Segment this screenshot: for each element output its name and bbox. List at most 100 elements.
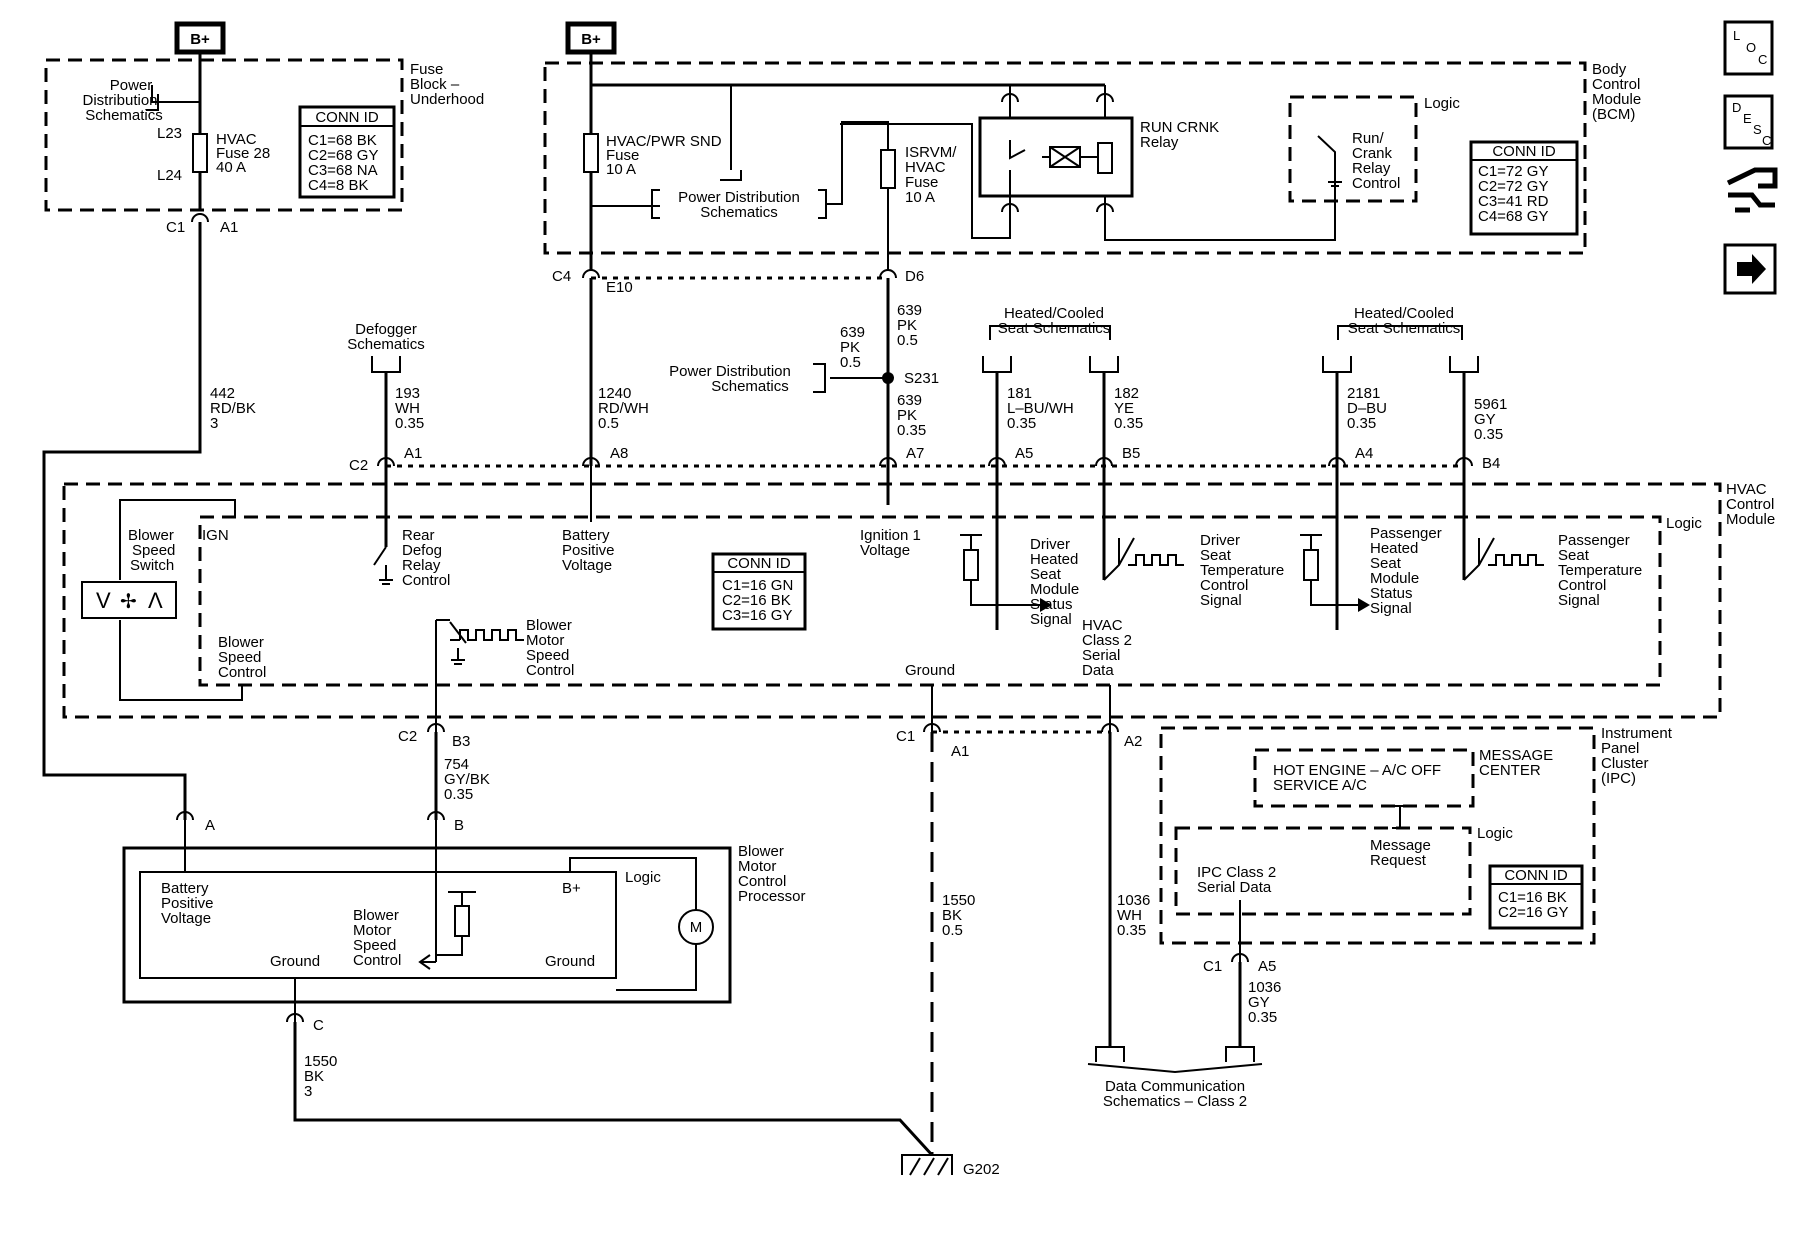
svg-text:CONN ID: CONN ID — [727, 555, 791, 572]
wire-2181-label: 2181 D–BU 0.35 — [1347, 385, 1387, 432]
arrow-right-icon — [1040, 598, 1052, 612]
svg-text:Power Distribution: Power Distribution — [678, 189, 800, 206]
svg-text:442: 442 — [210, 385, 235, 402]
svg-text:WH: WH — [1117, 907, 1142, 924]
svg-text:HVAC: HVAC — [905, 159, 946, 176]
pin-a1-hvac: A1 — [404, 445, 422, 462]
blower-speed-switch[interactable] — [81, 581, 177, 619]
svg-text:C3=68 NA: C3=68 NA — [308, 162, 378, 179]
svg-text:C1=68 BK: C1=68 BK — [308, 132, 377, 149]
svg-text:Block –: Block – — [410, 76, 460, 93]
svg-text:Rear: Rear — [402, 527, 435, 544]
svg-text:CONN ID: CONN ID — [1492, 143, 1556, 160]
wire-1240-label: 1240 RD/WH 0.5 — [598, 385, 649, 432]
svg-text:Module: Module — [1370, 570, 1419, 587]
pin-e10: E10 — [606, 279, 633, 296]
message-center-text: HOT ENGINE – A/C OFF SERVICE A/C — [1273, 762, 1441, 794]
pullup-resistor-icon — [963, 549, 979, 581]
svg-text:1550: 1550 — [942, 892, 975, 909]
next-arrow-icon[interactable] — [1723, 243, 1777, 295]
hvac-logic-box — [198, 515, 1662, 687]
svg-text:C2=16 BK: C2=16 BK — [722, 592, 791, 609]
svg-text:BK: BK — [304, 1068, 324, 1085]
svg-text:Blower: Blower — [218, 634, 264, 651]
run-crank-relay-control-label: Run/ Crank Relay Control — [1352, 130, 1400, 192]
svg-text:Motor: Motor — [738, 858, 776, 875]
svg-text:Module: Module — [1592, 91, 1641, 108]
wire-442-label: 442 RD/BK 3 — [210, 385, 256, 432]
svg-text:Heated: Heated — [1370, 540, 1418, 557]
data-comm-ref[interactable]: Data Communication Schematics – Class 2 — [1103, 1078, 1247, 1110]
svg-text:Relay: Relay — [1352, 160, 1391, 177]
svg-text:Fuse: Fuse — [905, 174, 938, 191]
wire-182-label: 182 YE 0.35 — [1114, 385, 1143, 432]
svg-text:1036: 1036 — [1117, 892, 1150, 909]
wire-181-label: 181 L–BU/WH 0.35 — [1007, 385, 1074, 432]
svg-text:Control: Control — [402, 572, 450, 589]
bmcp-ground-label-1: Ground — [270, 953, 320, 970]
svg-text:HVAC: HVAC — [1726, 481, 1767, 498]
pwm-signal-icon — [1103, 537, 1184, 581]
seat-ref-passenger[interactable]: Heated/Cooled Seat Schematics — [1348, 305, 1461, 337]
svg-text:Heated/Cooled: Heated/Cooled — [1004, 305, 1104, 322]
connector-view-icon[interactable] — [1726, 167, 1778, 213]
driver-heated-seat-status-label: Driver Heated Seat Module Status Signal — [1030, 536, 1079, 628]
fuse-isrvm-hvac-label: ISRVM/ HVAC Fuse 10 A — [905, 144, 957, 206]
svg-text:0.5: 0.5 — [942, 922, 963, 939]
fuse-terminal-l23: L23 — [157, 125, 182, 142]
svg-text:C3=16 GY: C3=16 GY — [722, 607, 792, 624]
bmcp-battery-label: Battery Positive Voltage — [161, 880, 214, 927]
svg-text:C1=72 GY: C1=72 GY — [1478, 163, 1548, 180]
pds-ref-bcm[interactable]: Power Distribution Schematics — [678, 189, 800, 221]
svg-text:Relay: Relay — [1140, 134, 1179, 151]
svg-text:Seat: Seat — [1370, 555, 1402, 572]
svg-text:Seat: Seat — [1558, 547, 1590, 564]
svg-text:Voltage: Voltage — [161, 910, 211, 927]
svg-text:Positive: Positive — [161, 895, 214, 912]
bplus-label-1: B+ — [190, 31, 210, 48]
svg-text:Battery: Battery — [562, 527, 610, 544]
pds-ref-s231[interactable]: Power Distribution Schematics — [669, 363, 791, 395]
fuse-hvac-pwr-snd-icon — [583, 133, 599, 173]
defogger-ref[interactable]: Defogger Schematics — [347, 321, 425, 353]
bmcp-bplus-label: B+ — [562, 880, 581, 897]
svg-text:10 A: 10 A — [606, 161, 636, 178]
svg-text:754: 754 — [444, 756, 469, 773]
svg-text:Battery: Battery — [161, 880, 209, 897]
svg-text:Seat Schematics: Seat Schematics — [998, 320, 1111, 337]
blower-speed-switch-label: Blower Speed Switch — [128, 527, 175, 574]
desc-icon[interactable]: D E S C — [1723, 94, 1774, 150]
pin-c1-lower: C1 — [896, 728, 915, 745]
wire-1036a-label: 1036 WH 0.35 — [1117, 892, 1150, 939]
pds-ref-fuseblock[interactable]: Power Distribution Schematics — [82, 77, 162, 124]
fuse-terminal-l24: L24 — [157, 167, 182, 184]
pin-a8: A8 — [610, 445, 628, 462]
svg-text:C: C — [1758, 52, 1767, 67]
svg-text:PK: PK — [897, 407, 917, 424]
svg-text:Distribution: Distribution — [82, 92, 157, 109]
svg-text:193: 193 — [395, 385, 420, 402]
loc-icon[interactable]: L O C — [1723, 20, 1774, 76]
wire-1550a-label: 1550 BK 0.5 — [942, 892, 975, 939]
ground-g202-label: G202 — [963, 1161, 1000, 1178]
hvac-control-module — [62, 482, 1722, 719]
svg-text:Control: Control — [1726, 496, 1774, 513]
svg-text:S: S — [1753, 122, 1762, 137]
svg-text:Heated/Cooled: Heated/Cooled — [1354, 305, 1454, 322]
svg-text:Control: Control — [1352, 175, 1400, 192]
svg-text:Blower: Blower — [353, 907, 399, 924]
svg-text:C2=72 GY: C2=72 GY — [1478, 178, 1548, 195]
svg-text:Status: Status — [1030, 596, 1073, 613]
hvac-ign-label: IGN — [202, 527, 229, 544]
svg-text:Driver: Driver — [1200, 532, 1240, 549]
pin-a: A — [205, 817, 215, 834]
pin-a5: A5 — [1015, 445, 1033, 462]
pin-b5: B5 — [1122, 445, 1140, 462]
seat-ref-driver[interactable]: Heated/Cooled Seat Schematics — [998, 305, 1111, 337]
passenger-seat-temp-control-label: Passenger Seat Temperature Control Signa… — [1558, 532, 1642, 609]
bcm-conn-id — [1469, 140, 1579, 236]
svg-text:RD/BK: RD/BK — [210, 400, 256, 417]
svg-text:0.35: 0.35 — [1248, 1009, 1277, 1026]
pin-b: B — [454, 817, 464, 834]
